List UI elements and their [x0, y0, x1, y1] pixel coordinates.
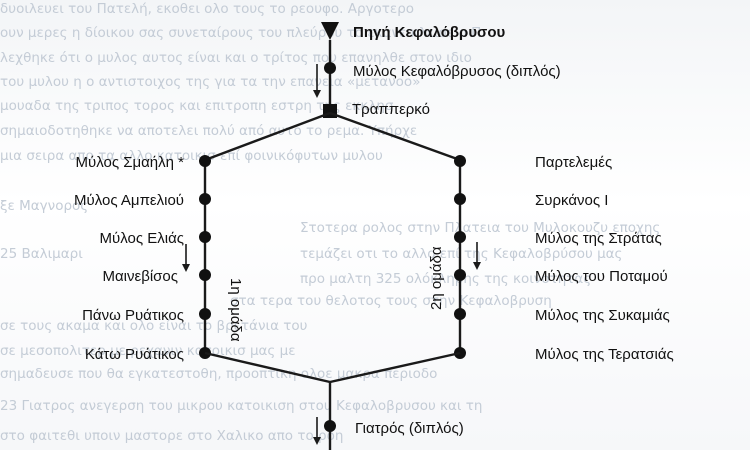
label-mylos-elias: Μύλος Ελιάς	[100, 230, 184, 247]
label-syrkanos: Συρκάνος Ι	[535, 192, 608, 209]
node-mylos-kefalovrysos	[324, 62, 336, 74]
background-text-line: στο φαιτεθι υποιν μαστορε στο Χαλικο απο…	[0, 428, 343, 444]
background-text-line: στα τερα του θελοτος τους στην Κεφαλοβρυ…	[230, 293, 552, 309]
branch-2-nodes	[454, 155, 466, 359]
label-mylos-kefalovrysos: Μύλος Κεφαλόβρυσος (διπλός)	[353, 63, 561, 80]
label-pigi-kefalovrysou: Πηγή Κεφαλόβρυσου	[353, 24, 505, 41]
background-text-line: 25 Βαλιμαρι	[0, 246, 83, 262]
label-mylos-teratsias: Μύλος της Τερατσιάς	[535, 346, 674, 363]
background-text-line: 23 Γιατρος ανεγερση του μικρου κατοικιση…	[0, 398, 482, 414]
node-syrkanos	[454, 193, 466, 205]
background-text-line: του μυλου η ο αντιστοιχος της για τα την…	[0, 74, 420, 90]
merge-line-right	[329, 351, 461, 384]
source-triangle	[321, 22, 339, 40]
label-mylos-ampeliou: Μύλος Αμπελιού	[74, 192, 184, 209]
split-line-right	[329, 111, 461, 162]
branch-group-2: 2η ομάδα Παρτελεμές Συρκάνος Ι Μύλος της…	[428, 154, 674, 363]
label-mylos-stratas: Μύλος της Στράτας	[535, 230, 662, 247]
group-2-label: 2η ομάδα	[428, 246, 445, 310]
background-text-line: σε μεσοπολιτερ με ρεχανιν κατοικισ μας μ…	[0, 343, 296, 359]
background-text-line: ξε Μαγνορος	[0, 198, 88, 214]
background-text-line: τεμάζει οτι το αλλο επί της Κεφαλοβρύσου…	[300, 246, 622, 262]
label-kato-ryatikos: Κάτω Ρυάτικος	[85, 346, 184, 363]
background-text-line: μουαδα της τριπος τορος και επιτροπη εστ…	[0, 98, 394, 114]
background-text-line: προ μαλτη 325 ολόκληρης της κοινοτητας	[300, 271, 591, 287]
node-giatros	[324, 420, 336, 432]
node-mylos-stratas	[454, 231, 466, 243]
background-text-layer: δυοιλευει του Πατελή, εκοθει ολο τους το…	[0, 1, 660, 444]
label-pano-ryatikos: Πάνω Ρυάτικος	[82, 307, 184, 324]
group-1-label: 1η ομάδα	[227, 278, 244, 342]
label-mylos-potamou: Μύλος του Ποταμού	[535, 268, 668, 285]
label-trapperko: Τραππερκό	[352, 101, 430, 118]
background-text-line: λεχθηκε ότι ο μυλος αυτος είναι και ο τρ…	[0, 50, 472, 66]
branch-merge: Γιατρός (διπλός)	[204, 351, 464, 450]
label-giatros: Γιατρός (διπλός)	[355, 420, 464, 437]
main-flow-trunk: Πηγή Κεφαλόβρυσου Μύλος Κεφαλόβρυσος (δι…	[313, 22, 561, 118]
background-text-line: Στοτερα ρολος στην Πλατεια του Μυλοκουζυ…	[300, 220, 660, 236]
background-text-line: δυοιλευει του Πατελή, εκοθει ολο τους το…	[0, 1, 414, 17]
background-text-line: ουν μερες η δίοικου σας συνεταίρους του …	[0, 25, 481, 41]
background-text-line: μια σειρα απο τα αλλο κατοικισ επί φοινι…	[0, 148, 383, 164]
background-text-line: σε τους ακαμα και ολο είναι το βρετάνια …	[0, 318, 308, 334]
node-mylos-potamou	[454, 269, 466, 281]
label-mainevisos: Μαινεβίσος	[103, 268, 178, 285]
node-mainevisos	[199, 269, 211, 281]
node-mylos-elias	[199, 231, 211, 243]
branch-split	[204, 111, 461, 162]
split-line-left	[204, 111, 331, 162]
node-mylos-ampeliou	[199, 193, 211, 205]
branch-1-nodes	[199, 155, 211, 359]
node-mylos-smaili	[199, 155, 211, 167]
background-text-line: σημαιοδοτηθηκε να αποτελει πολύ από αυτό…	[0, 123, 417, 139]
label-mylos-smaili: Μύλος Σμαήλη *	[76, 154, 185, 171]
node-mylos-sykamias	[454, 308, 466, 320]
node-pano-ryatikos	[199, 308, 211, 320]
label-partelemes: Παρτελεμές	[535, 154, 612, 171]
branch-group-1: 1η ομάδα Μύλος Σμαήλη * Μύλος Αμπελιού Μ…	[74, 154, 244, 363]
merge-line-left	[204, 351, 331, 384]
background-text-line: σημαδευσε που θα εγκατεστοθη, προοπτικη …	[0, 366, 437, 382]
label-mylos-sykamias: Μύλος της Συκαμιάς	[535, 307, 670, 324]
node-partelemes	[454, 155, 466, 167]
